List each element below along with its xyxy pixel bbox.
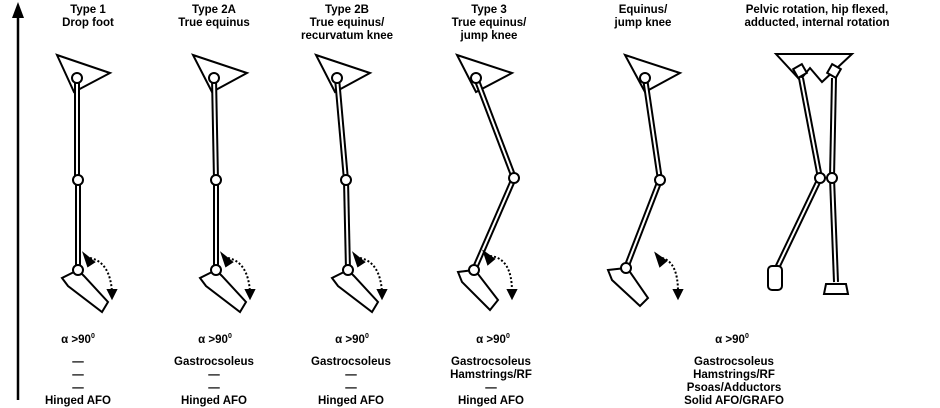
angle-label-type2a: α >900: [198, 333, 232, 346]
foot-icon: [767, 265, 783, 291]
leg-figure-type2a: [190, 53, 256, 314]
motion-arrow-icon: [81, 251, 118, 301]
angle-label-type3: α >900: [476, 333, 510, 346]
motion-arrow-icon: [482, 249, 518, 301]
leg-figure-type2b: [313, 53, 388, 314]
motion-arrow-icon: [351, 251, 388, 301]
leg-figure-type4b: [767, 53, 855, 295]
column-title-type4b: Pelvic rotation, hip flexed,adducted, in…: [744, 4, 890, 29]
leg-figure-type3: [454, 53, 520, 312]
foot-icon: [822, 283, 850, 295]
foot-icon: [60, 268, 110, 314]
column-title-type4a: Equinus/jump knee: [614, 4, 672, 29]
pelvis-triangle-icon: [454, 53, 515, 94]
pelvis-triangle-icon: [55, 53, 113, 94]
angle-label-type4: α >900: [715, 333, 749, 346]
pelvis-triangle-icon: [190, 53, 250, 94]
vertical-axis-arrow-icon: [12, 2, 24, 400]
motion-arrow-icon: [654, 251, 684, 301]
pelvis-triangle-icon: [313, 53, 373, 94]
leg-figure-type4a: [606, 53, 684, 308]
motion-arrow-icon: [219, 251, 256, 301]
angle-label-type1: α >900: [61, 333, 95, 346]
foot-icon: [330, 268, 380, 314]
angle-label-type2b: α >900: [335, 333, 369, 346]
foot-icon: [198, 268, 248, 314]
foot-icon: [606, 266, 650, 308]
foot-icon: [456, 268, 500, 312]
pelvis-triangle-icon: [622, 53, 683, 94]
leg-figure-type1: [55, 53, 118, 314]
